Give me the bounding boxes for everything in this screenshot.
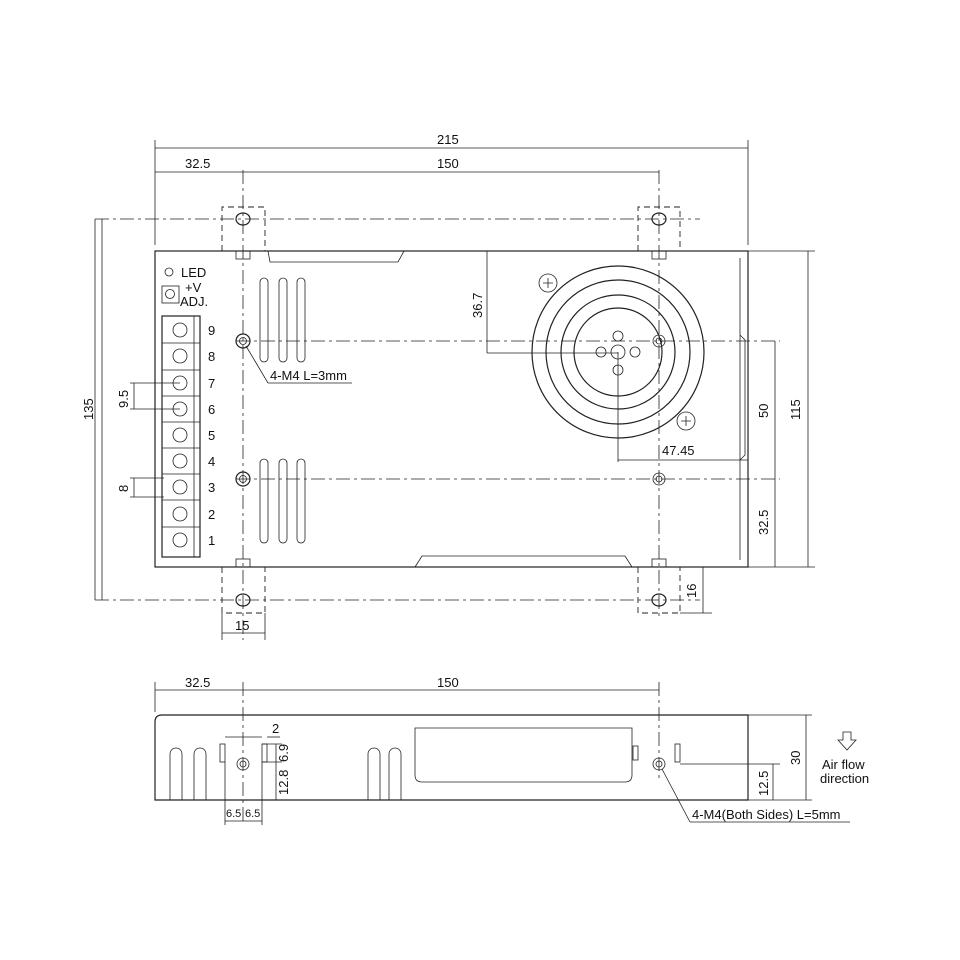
dim-115: 115 bbox=[788, 399, 803, 420]
v-adj-label-1: +V bbox=[185, 280, 202, 295]
top-view: 4-M4 L=3mm LED +V ADJ. bbox=[81, 132, 815, 640]
vent-slots bbox=[259, 277, 306, 544]
dim-50: 50 bbox=[756, 404, 771, 418]
bottom-lip bbox=[414, 555, 633, 568]
dim-8: 8 bbox=[116, 485, 131, 492]
dim-32-5-top: 32.5 bbox=[185, 156, 210, 171]
side-dim-32-5: 32.5 bbox=[185, 675, 210, 690]
side-dim-150: 150 bbox=[437, 675, 459, 690]
led-label: LED bbox=[181, 265, 206, 280]
dim-150-top: 150 bbox=[437, 156, 459, 171]
dim-16: 16 bbox=[684, 584, 699, 598]
dim-215: 215 bbox=[437, 132, 459, 147]
v-adj-potentiometer bbox=[161, 285, 180, 304]
side-dim-12-5: 12.5 bbox=[756, 771, 771, 796]
terminal-5: 5 bbox=[208, 428, 215, 443]
fan-guard bbox=[531, 265, 705, 462]
side-dim-2: 2 bbox=[272, 721, 279, 736]
dim-15: 15 bbox=[235, 618, 249, 633]
terminal-7: 7 bbox=[208, 376, 215, 391]
dim-32-5-right: 32.5 bbox=[756, 510, 771, 535]
airflow-arrow-icon bbox=[837, 731, 857, 751]
airflow-label-1: Air flow bbox=[822, 757, 865, 772]
side-view: 32.5 150 2 6.9 12.8 6.5 6.5 30 12.5 4-M4… bbox=[154, 675, 869, 825]
side-dim-6-9: 6.9 bbox=[276, 744, 291, 762]
led-icon bbox=[164, 267, 174, 277]
terminal-9: 9 bbox=[208, 323, 215, 338]
dim-36-7: 36.7 bbox=[470, 293, 485, 318]
m4-holes bbox=[235, 333, 666, 487]
mount-note-side: 4-M4(Both Sides) L=5mm bbox=[692, 807, 840, 822]
mount-note-top: 4-M4 L=3mm bbox=[270, 368, 347, 383]
side-dim-30: 30 bbox=[788, 751, 803, 765]
terminal-block bbox=[161, 315, 201, 558]
side-dimensions bbox=[154, 682, 850, 825]
top-lip bbox=[267, 250, 405, 263]
dim-47-45: 47.45 bbox=[662, 443, 695, 458]
side-vents bbox=[169, 727, 681, 800]
terminal-2: 2 bbox=[208, 507, 215, 522]
terminal-6: 6 bbox=[208, 402, 215, 417]
terminal-4: 4 bbox=[208, 454, 215, 469]
airflow-label-2: direction bbox=[820, 771, 869, 786]
dim-135: 135 bbox=[81, 398, 96, 420]
v-adj-label-2: ADJ. bbox=[180, 294, 208, 309]
side-dim-6-5-left: 6.5 bbox=[226, 808, 241, 820]
terminal-8: 8 bbox=[208, 349, 215, 364]
terminal-1: 1 bbox=[208, 533, 215, 548]
dim-9-5: 9.5 bbox=[116, 390, 131, 408]
mounting-tabs bbox=[221, 206, 681, 614]
side-dim-6-5-right: 6.5 bbox=[245, 808, 260, 820]
top-dimensions bbox=[94, 140, 815, 640]
terminal-3: 3 bbox=[208, 480, 215, 495]
side-dim-12-8: 12.8 bbox=[276, 770, 291, 795]
